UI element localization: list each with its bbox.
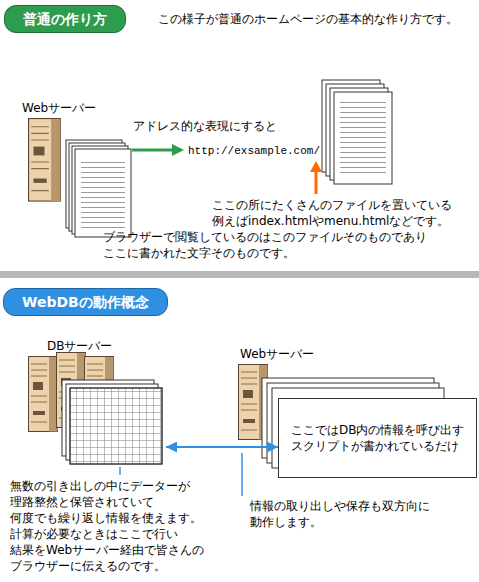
note-text: 情報の取り出しや保存も双方向に 動作します。 (250, 498, 430, 530)
arrow-head (310, 161, 322, 172)
script-file: ここではDB内の情報を呼び出す スクリプトが書かれているだけ (278, 398, 477, 478)
bidirectional-arrow (166, 446, 278, 448)
green-arrow (132, 144, 184, 156)
db-tower (29, 357, 58, 432)
grid-sheet (70, 388, 162, 464)
file-sheet (334, 92, 392, 184)
arrow-head (172, 144, 184, 156)
node-text: WebDBの動作概念 (22, 293, 149, 311)
node-text: DBサーバー (47, 338, 149, 354)
note-text: 無数の引き出しの中にデーターが 理路整然と保管されていて 何度でも繰り返し情報を… (10, 478, 204, 574)
node-text: ここではDB内の情報を呼び出す スクリプトが書かれているだけ (291, 422, 464, 454)
arrow-shaft (132, 149, 174, 152)
server-tower (29, 119, 61, 202)
server-label: Webサーバー (240, 346, 314, 362)
separator-bar (0, 271, 479, 278)
note-text: ブラウザーで閲覧しているのはこのファイルそのものであり ここに書かれた文字そのも… (103, 229, 427, 261)
file-lines (81, 158, 125, 228)
leader-line (241, 453, 243, 496)
address-text: http://exsample.com/ (188, 143, 320, 159)
intro-text: この様子が普通のホームページの基本的な作り方です。 (158, 11, 458, 27)
server-label: Webサーバー (22, 100, 96, 116)
file-stack (66, 140, 131, 237)
file-lines (340, 100, 386, 176)
arrow-shaft (315, 170, 318, 194)
db-server: DBサーバー (30, 336, 166, 466)
orange-arrow (310, 161, 322, 194)
node-text: 普通の作り方 (23, 10, 107, 28)
file-stack (322, 80, 392, 184)
file-sheet (75, 149, 131, 237)
section-badge: 普通の作り方 (4, 5, 126, 33)
grid-cells (70, 388, 162, 464)
drawer-grid (62, 380, 162, 464)
section-badge: WebDBの動作概念 (3, 288, 168, 316)
leader-line (119, 467, 121, 475)
note-text: ここの所にたくさんのファイルを置いている 例えばindex.htmlやmenu.… (212, 197, 452, 229)
note-text: アドレス的な表現にすると (133, 118, 277, 134)
